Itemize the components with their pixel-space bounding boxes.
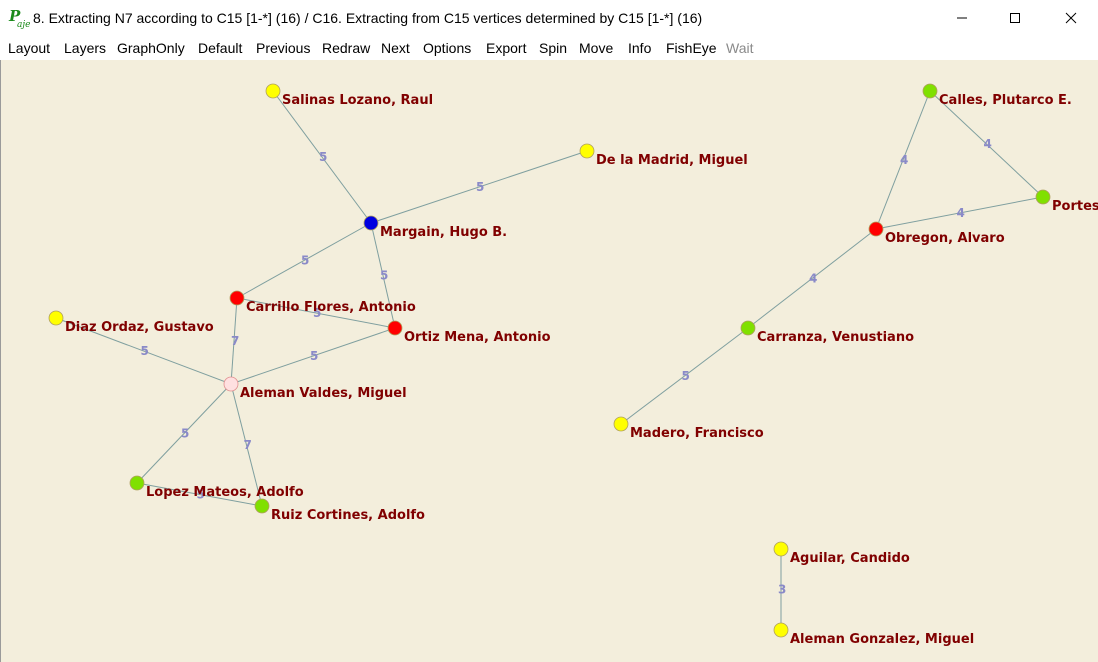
edge-delamadrid-margain	[370, 150, 588, 224]
edge-label-aleman-lopez: 5	[181, 427, 189, 441]
vertex-calles[interactable]	[922, 83, 938, 99]
edge-calles-portes	[929, 90, 1044, 198]
window-title: 8. Extracting N7 according to C15 [1-*] …	[33, 10, 703, 26]
maximize-button[interactable]	[992, 0, 1038, 36]
menu-export[interactable]: Export	[486, 40, 527, 56]
vertex-alemangonzalez[interactable]	[773, 622, 789, 638]
menu-wait: Wait	[726, 40, 754, 56]
edge-label-carranza-madero: 5	[682, 369, 690, 383]
vertex-label-obregon: Obregon, Alvaro	[885, 231, 1005, 246]
close-button[interactable]	[1048, 0, 1094, 36]
edge-obregon-carranza	[747, 228, 877, 329]
menu-fisheye[interactable]: FishEye	[666, 40, 717, 56]
edge-carrillo-aleman	[230, 297, 238, 385]
edge-label-aleman-ruiz: 7	[244, 438, 252, 452]
edge-margain-ortiz	[370, 222, 396, 329]
minimize-icon	[957, 17, 967, 19]
edge-portes-obregon	[875, 196, 1044, 230]
vertex-label-calles: Calles, Plutarco E.	[939, 93, 1072, 108]
vertex-label-aguilar: Aguilar, Candido	[790, 551, 910, 566]
menu-move[interactable]: Move	[579, 40, 614, 56]
edge-label-portes-obregon: 4	[957, 206, 965, 220]
graph-canvas[interactable]: 5 5 5 5 5 7 5 5 5 7 5 4 4 4 4 5 3 Salinas Lozano, Raul De …	[0, 60, 1098, 662]
edge-label-aguilar-alemangonzalez: 3	[778, 583, 786, 597]
close-icon	[1065, 12, 1077, 24]
vertex-label-portes: Portes G	[1052, 199, 1098, 214]
network-graph[interactable]: 5 5 5 5 5 7 5 5 5 7 5 4 4 4 4 5 3 Salinas Lozano, Raul De …	[1, 60, 1098, 662]
edge-calles-obregon	[875, 90, 931, 230]
vertex-ruiz[interactable]	[254, 498, 270, 514]
vertex-label-carrillo: Carrillo Flores, Antonio	[246, 300, 416, 315]
title-bar: P ajek 8. Extracting N7 according to C15…	[0, 0, 1098, 36]
vertex-label-margain: Margain, Hugo B.	[380, 225, 507, 240]
menu-redraw[interactable]: Redraw	[322, 40, 371, 56]
vertex-margain[interactable]	[363, 215, 379, 231]
edge-label-ortiz-aleman: 5	[310, 349, 318, 363]
vertex-portes[interactable]	[1035, 189, 1051, 205]
vertex-carrillo[interactable]	[229, 290, 245, 306]
edge-diaz-aleman	[55, 317, 232, 385]
edge-label-carrillo-aleman: 7	[231, 334, 239, 348]
vertex-aleman[interactable]	[223, 376, 239, 392]
edge-aleman-lopez	[136, 383, 232, 484]
edge-label-margain-carrillo: 5	[301, 254, 309, 268]
vertex-aguilar[interactable]	[773, 541, 789, 557]
edge-label-salinas-margain: 5	[319, 150, 327, 164]
vertex-carranza[interactable]	[740, 320, 756, 336]
maximize-icon	[1010, 13, 1020, 23]
menu-next[interactable]: Next	[381, 40, 410, 56]
menu-layout[interactable]: Layout	[8, 40, 51, 56]
edge-ortiz-aleman	[230, 327, 396, 385]
vertex-obregon[interactable]	[868, 221, 884, 237]
vertex-lopez[interactable]	[129, 475, 145, 491]
minimize-button[interactable]	[939, 0, 985, 36]
vertex-label-carranza: Carranza, Venustiano	[757, 330, 914, 345]
edge-margain-carrillo	[236, 222, 372, 299]
edge-label-margain-ortiz: 5	[380, 269, 388, 283]
vertex-label-salinas: Salinas Lozano, Raul	[282, 93, 433, 108]
edge-label-obregon-carranza: 4	[809, 272, 817, 286]
menu-graphonly[interactable]: GraphOnly	[117, 40, 185, 56]
vertex-label-ortiz: Ortiz Mena, Antonio	[404, 330, 551, 345]
menu-options[interactable]: Options	[423, 40, 472, 56]
edge-label-calles-portes: 4	[984, 137, 992, 151]
menu-previous[interactable]: Previous	[256, 40, 311, 56]
vertex-label-lopez: Lopez Mateos, Adolfo	[146, 485, 304, 500]
vertex-madero[interactable]	[613, 416, 629, 432]
vertex-label-ruiz: Ruiz Cortines, Adolfo	[271, 508, 425, 523]
edge-carrillo-ortiz	[236, 297, 396, 329]
edge-salinas-margain	[272, 90, 372, 224]
menu-info[interactable]: Info	[628, 40, 652, 56]
vertex-label-alemangonzalez: Aleman Gonzalez, Miguel	[790, 632, 974, 647]
edge-lopez-ruiz	[136, 482, 263, 507]
vertex-label-delamadrid: De la Madrid, Miguel	[596, 153, 748, 168]
edge-aleman-ruiz	[230, 383, 263, 507]
edge-label-delamadrid-margain: 5	[476, 180, 484, 194]
svg-text:ajek: ajek	[17, 20, 30, 29]
edge-label-diaz-aleman: 5	[141, 344, 149, 358]
vertex-delamadrid[interactable]	[579, 143, 595, 159]
menu-layers[interactable]: Layers	[64, 40, 107, 56]
vertex-label-aleman: Aleman Valdes, Miguel	[240, 386, 407, 401]
svg-text:P: P	[8, 7, 21, 25]
edge-carranza-madero	[620, 327, 749, 425]
menu-spin[interactable]: Spin	[539, 40, 568, 56]
edge-label-calles-obregon: 4	[900, 153, 908, 167]
pajek-logo-icon: P ajek	[8, 7, 30, 29]
vertex-label-madero: Madero, Francisco	[630, 426, 764, 441]
vertex-diaz[interactable]	[48, 310, 64, 326]
vertex-label-diaz: Diaz Ordaz, Gustavo	[65, 320, 214, 335]
menu-bar: Layout Layers GraphOnly Default Previous…	[0, 36, 1098, 60]
vertex-ortiz[interactable]	[387, 320, 403, 336]
edge-label-carrillo-ortiz: 5	[313, 306, 321, 320]
vertex-salinas[interactable]	[265, 83, 281, 99]
edge-label-lopez-ruiz: 5	[197, 488, 205, 502]
menu-default[interactable]: Default	[198, 40, 243, 56]
